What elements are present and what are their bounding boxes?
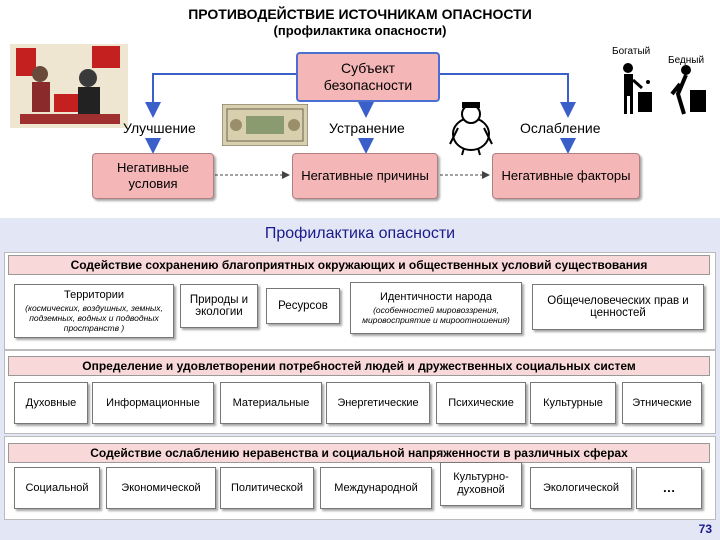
need-cultural: Культурные xyxy=(530,382,616,424)
cartoon-figure-image xyxy=(449,102,493,156)
sphere-economic: Экономической xyxy=(106,467,216,509)
rights-box: Общечеловеческих прав и ценностей xyxy=(532,284,704,330)
need-material: Материальные xyxy=(220,382,322,424)
sphere-cultural-spiritual: Культурно-духовной xyxy=(440,462,522,506)
identity-note: (особенностей мировоззрения, мировосприя… xyxy=(362,305,510,325)
rich-label: Богатый xyxy=(612,46,651,57)
identity-title: Идентичности народа xyxy=(379,291,493,303)
territory-note: (космических, воздушных, земных, подземн… xyxy=(25,303,163,333)
sphere-international: Международной xyxy=(320,467,432,509)
negative-conditions-box: Негативные условия xyxy=(92,153,214,199)
need-energy: Энергетические xyxy=(326,382,430,424)
action-improvement: Улучшение xyxy=(123,120,196,136)
need-informational: Информационные xyxy=(92,382,214,424)
territory-box: Территории (космических, воздушных, земн… xyxy=(14,284,174,338)
nature-box: Природы и экологии xyxy=(180,284,258,328)
sphere-social: Социальной xyxy=(14,467,100,509)
rich-poor-trash-icon xyxy=(623,63,706,115)
propaganda-poster-image xyxy=(10,44,128,128)
need-ethnic: Этнические xyxy=(622,382,702,424)
prophylaxis-title: Профилактика опасности xyxy=(264,225,456,242)
page-subtitle: (профилактика опасности) xyxy=(273,23,447,38)
subject-of-security-box: Субъект безопасности xyxy=(296,52,440,102)
section1-band: Содействие сохранению благоприятных окру… xyxy=(8,255,710,275)
need-psychic: Психические xyxy=(436,382,526,424)
sphere-more: … xyxy=(636,467,702,509)
page-number: 73 xyxy=(698,522,712,536)
action-elimination: Устранение xyxy=(329,120,405,136)
territory-title: Территории xyxy=(63,289,125,301)
page-title: ПРОТИВОДЕЙСТВИЕ ИСТОЧНИКАМ ОПАСНОСТИ xyxy=(188,6,532,22)
poor-label: Бедный xyxy=(668,55,705,66)
action-weakening: Ослабление xyxy=(520,120,601,136)
sphere-political: Политической xyxy=(220,467,314,509)
section2-band: Определение и удовлетворении потребносте… xyxy=(8,356,710,376)
negative-causes-box: Негативные причины xyxy=(292,153,438,199)
negative-factors-box: Негативные факторы xyxy=(492,153,640,199)
section3-band: Содействие ослаблению неравенства и соци… xyxy=(8,443,710,463)
connector-lines xyxy=(145,73,576,179)
banknote-image xyxy=(222,104,308,146)
need-spiritual: Духовные xyxy=(14,382,88,424)
resources-box: Ресурсов xyxy=(266,288,340,324)
sphere-ecological: Экологической xyxy=(530,467,632,509)
identity-box: Идентичности народа (особенностей мирово… xyxy=(350,282,522,334)
